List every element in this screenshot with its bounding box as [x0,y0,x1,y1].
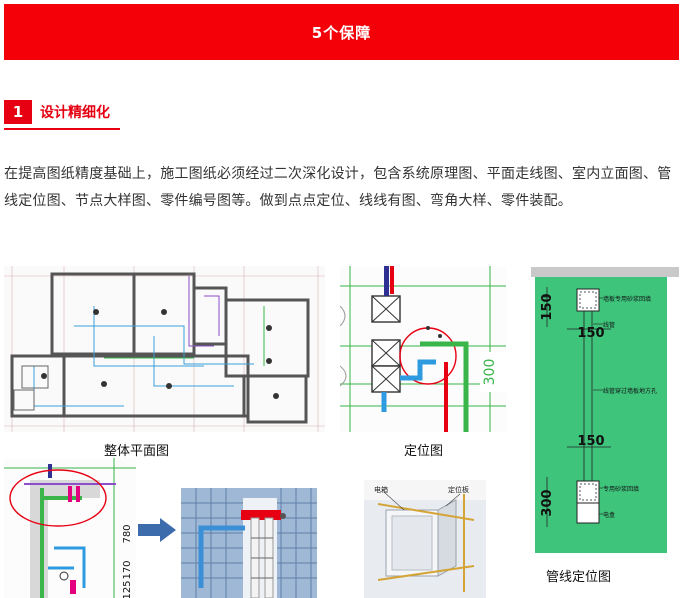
dim-label-4: 300 [540,489,555,516]
arrow-right-icon [138,518,176,542]
banner-title: 5个保障 [311,23,372,42]
render-3d [181,488,317,598]
dim-label-1: 150 [540,293,555,320]
dim-label-3: 150 [577,434,604,449]
note-junction-box: 电盒 [603,511,615,519]
section-number: 1 [4,100,32,124]
dim-pos-label: 300 [482,359,498,386]
caption-positioning: 定位图 [404,444,444,459]
pipeline-drawing: 150 150 150 300 墙板专用砂浆回填 线管 线管穿过墙板地方孔 专用… [531,267,679,553]
banner: 5个保障 [4,4,679,60]
photo-note-box: 电箱 [374,485,388,494]
caption-pipeline: 管线定位图 [546,570,612,585]
note-conduit-hole: 线管穿过墙板地方孔 [603,387,657,395]
detail-dim-125: 125 [122,580,133,598]
detail-drawing: 780 170 125 [4,458,136,598]
floor-plan-drawing [4,266,325,432]
caption-floor-plan: 整体平面图 [104,444,170,459]
section-underline [4,128,120,130]
body-paragraph: 在提高图纸精度基础上，施工图纸必须经过二次深化设计，包含系统原理图、平面走线图、… [4,166,672,209]
detail-dim-780: 780 [122,524,133,543]
dim-label-2: 150 [577,326,604,341]
section-title: 设计精细化 [40,105,110,121]
note-conduit: 线管 [603,321,615,329]
photo-note-plate: 定位板 [448,485,469,494]
detail-dim-170: 170 [122,560,133,579]
positioning-drawing: 300 [340,266,506,432]
note-mortar-bottom: 专用砂浆回填 [603,485,639,493]
note-mortar-top: 墙板专用砂浆回填 [603,295,651,303]
box-positioning-render: 电箱 定位板 [364,480,486,598]
